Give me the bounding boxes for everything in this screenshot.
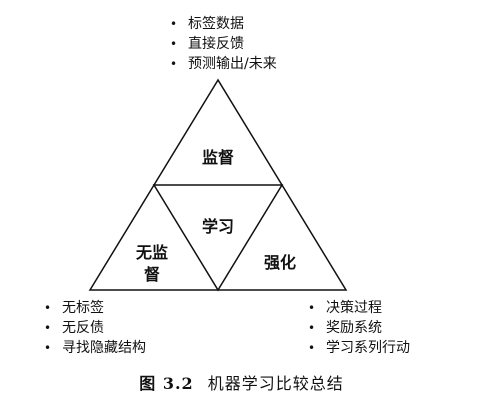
list-item: • 学习系列行动: [304, 338, 410, 358]
list-item-text: 标签数据: [188, 16, 244, 32]
list-item-text: 奖励系统: [326, 320, 382, 336]
region-label-unsupervised-line2: 督: [144, 265, 160, 284]
bullet: •: [170, 17, 178, 31]
bullet: •: [308, 301, 316, 315]
bullet: •: [170, 57, 178, 71]
list-item-text: 寻找隐藏结构: [62, 340, 146, 356]
bullet: •: [44, 301, 52, 315]
list-item: • 无标签: [40, 298, 146, 318]
list-item-text: 决策过程: [326, 300, 382, 316]
list-item-text: 直接反馈: [188, 36, 244, 52]
bullet: •: [44, 321, 52, 335]
list-item: • 直接反馈: [166, 34, 277, 54]
region-label-unsupervised-line1: 无监: [135, 243, 168, 262]
list-item: • 寻找隐藏结构: [40, 338, 146, 358]
list-item: • 决策过程: [304, 298, 410, 318]
bullet: •: [170, 37, 178, 51]
region-label-learning: 学习: [202, 217, 234, 236]
list-item-text: 无标签: [62, 300, 104, 316]
bullet: •: [44, 341, 52, 355]
unsupervised-features-list: • 无标签 • 无反债 • 寻找隐藏结构: [40, 298, 146, 358]
list-item: • 预测输出/未来: [166, 54, 277, 74]
list-item-text: 预测输出/未来: [188, 56, 277, 72]
figure-number: 图 3.2: [139, 374, 194, 393]
list-item-text: 学习系列行动: [326, 340, 410, 356]
list-item: • 标签数据: [166, 14, 277, 34]
region-label-reinforcement: 强化: [264, 253, 296, 272]
bullet: •: [308, 321, 316, 335]
list-item-text: 无反债: [62, 320, 104, 336]
figure-caption-text: 机器学习比较总结: [207, 374, 344, 393]
list-item: • 无反债: [40, 318, 146, 338]
list-item: • 奖励系统: [304, 318, 410, 338]
region-label-supervised: 监督: [202, 148, 234, 167]
figure-caption: 图 3.2 机器学习比较总结: [0, 370, 483, 394]
bullet: •: [308, 341, 316, 355]
inner-triangle: [152, 184, 284, 292]
reinforcement-features-list: • 决策过程 • 奖励系统 • 学习系列行动: [304, 298, 410, 358]
supervised-features-list: • 标签数据 • 直接反馈 • 预测输出/未来: [166, 14, 277, 74]
